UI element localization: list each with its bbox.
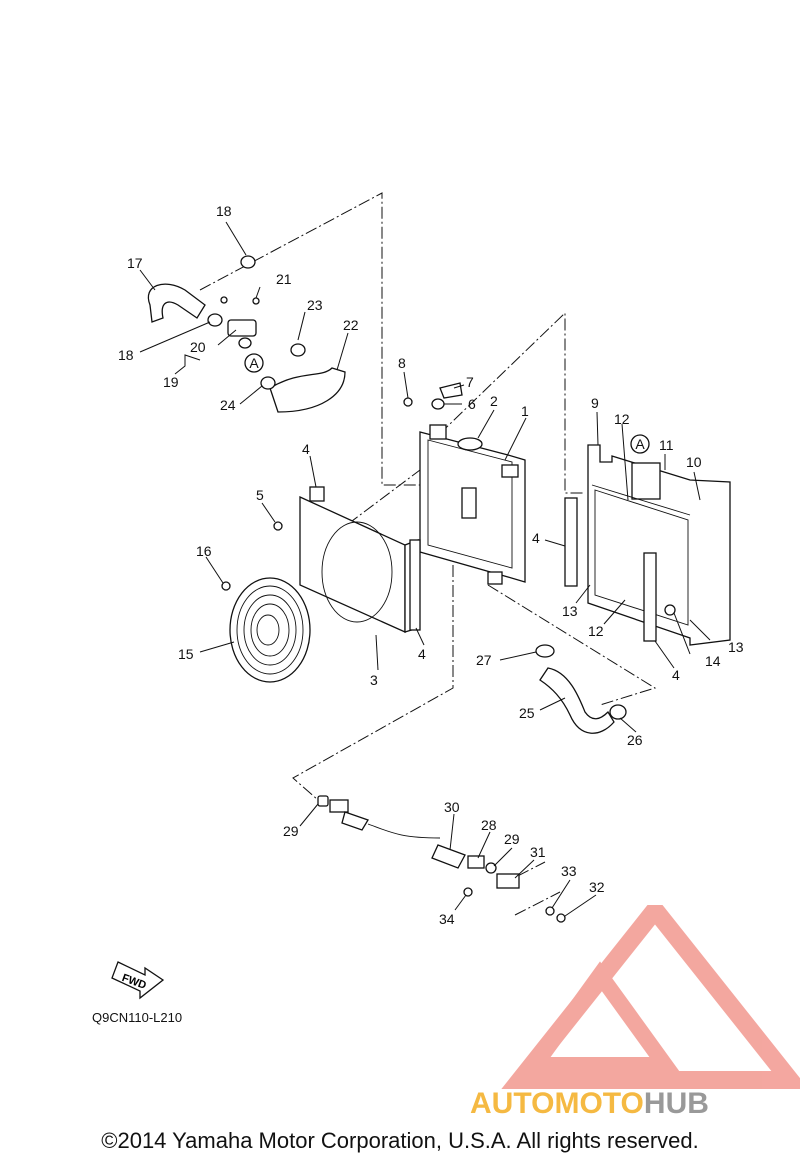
- callout-26: 26: [627, 732, 643, 748]
- breather-assembly: [317, 795, 566, 923]
- callout-8: 8: [398, 355, 406, 371]
- fwd-arrow-icon: FWD: [111, 961, 165, 1000]
- callout-19: 19: [163, 374, 179, 390]
- callout-4-mid: 4: [532, 530, 540, 546]
- callout-27: 27: [476, 652, 492, 668]
- diagram-code: Q9CN110-L210: [92, 1010, 183, 1025]
- callout-12-top: 12: [614, 411, 630, 427]
- callout-6: 6: [468, 396, 476, 412]
- callout-18-top: 18: [216, 203, 232, 219]
- svg-text:A: A: [249, 355, 259, 371]
- callout-30: 30: [444, 799, 460, 815]
- callout-9: 9: [591, 395, 599, 411]
- ref-marker-a-right: A: [630, 434, 650, 454]
- callout-7: 7: [466, 374, 474, 390]
- callout-33: 33: [561, 863, 577, 879]
- callout-17: 17: [127, 255, 143, 271]
- callout-29-right: 29: [504, 831, 520, 847]
- lower-hose: [535, 644, 627, 734]
- radiator: [403, 382, 526, 585]
- leader-lines: [139, 221, 711, 917]
- callout-11: 11: [659, 437, 674, 453]
- callout-4-shroud: 4: [302, 441, 310, 457]
- callout-22: 22: [343, 317, 359, 333]
- callout-2: 2: [490, 393, 498, 409]
- callout-15: 15: [178, 646, 194, 662]
- svg-text:AUTOMOTOHUB: AUTOMOTOHUB: [470, 1087, 709, 1120]
- callout-14: 14: [705, 653, 721, 669]
- watermark-logo: AUTOMOTOHUB: [470, 905, 800, 1120]
- radiator-cover-panel: [564, 444, 731, 646]
- callout-31: 31: [530, 844, 546, 860]
- callout-10: 10: [686, 454, 702, 470]
- callout-13-right: 13: [728, 639, 744, 655]
- callout-4-left: 4: [418, 646, 426, 662]
- callout-32: 32: [589, 879, 605, 895]
- fan-guard: [221, 577, 311, 683]
- copyright-notice: ©2014 Yamaha Motor Corporation, U.S.A. A…: [101, 1128, 699, 1153]
- callout-23: 23: [307, 297, 323, 313]
- callout-numbers: 18 17 21 23 22 20 18 19 24 8 7 6 2 1 9 1…: [118, 203, 744, 927]
- watermark-text-2: HUB: [644, 1087, 709, 1120]
- callout-29-left: 29: [283, 823, 299, 839]
- callout-34: 34: [439, 911, 455, 927]
- callout-16: 16: [196, 543, 212, 559]
- callout-3: 3: [370, 672, 378, 688]
- watermark-text-1: AUTOMOTO: [470, 1087, 644, 1120]
- callout-1: 1: [521, 403, 529, 419]
- callout-13-left: 13: [562, 603, 578, 619]
- callout-5: 5: [256, 487, 264, 503]
- watermark-triangle-icon: [501, 905, 800, 1089]
- callout-4-right: 4: [672, 667, 680, 683]
- callout-21: 21: [276, 271, 292, 287]
- callout-18-bottom: 18: [118, 347, 134, 363]
- upper-hose-assembly: [147, 255, 346, 413]
- svg-text:A: A: [635, 436, 645, 452]
- callout-24: 24: [220, 397, 236, 413]
- callout-20: 20: [190, 339, 206, 355]
- callout-12-bottom: 12: [588, 623, 604, 639]
- callout-25: 25: [519, 705, 535, 721]
- callout-28: 28: [481, 817, 497, 833]
- fan-shroud: [273, 486, 421, 634]
- ref-marker-a-left: A: [244, 353, 264, 373]
